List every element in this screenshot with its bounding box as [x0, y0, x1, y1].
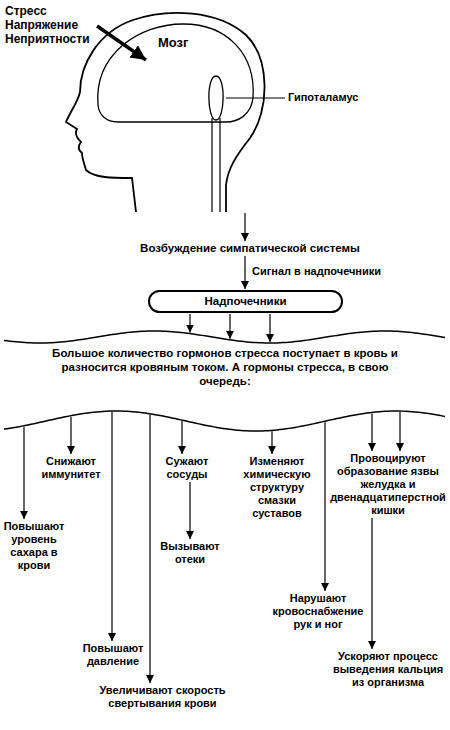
effect-text: Ускоряют процесс выведения кальция из ор… — [330, 650, 446, 689]
node-text: Большое количество гормонов стресса пост… — [4, 328, 446, 388]
flow-arrow — [70, 417, 71, 454]
node-text: Повышают уровень сахара в крови — [2, 520, 66, 572]
node-text: Изменяют химическую структуру смазки сус… — [234, 455, 320, 520]
flow-arrow — [189, 482, 190, 539]
effect-text: Увеличивают скорость свертывания крови — [80, 684, 245, 710]
node-text: Нарушают кровоснабжение рук и ног — [268, 592, 368, 631]
flow-arrow — [23, 427, 24, 519]
flow-arrow — [229, 314, 230, 339]
adrenal-box: Надпочечники — [148, 290, 343, 313]
wave-line — [4, 411, 445, 431]
flow-arrow — [269, 314, 270, 342]
node-text: Повышают давление — [80, 642, 146, 668]
node-text: Надпочечники — [205, 295, 287, 308]
effect-text: Нарушают кровоснабжение рук и ног — [268, 592, 368, 631]
effect-text: Повышают уровень сахара в крови — [2, 520, 66, 572]
effect-text: Изменяют химическую структуру смазки сус… — [234, 455, 320, 520]
head-illustration: Мозг — [58, 10, 273, 212]
node-text: Вызывают отеки — [158, 540, 222, 566]
flow-arrow — [189, 314, 190, 333]
flow-arrow — [371, 518, 372, 649]
node-text: Увеличивают скорость свертывания крови — [80, 684, 245, 710]
spinal-cord — [212, 118, 220, 212]
effect-text: Повышают давление — [80, 642, 146, 668]
flow-arrow — [181, 421, 182, 454]
flow-arrow — [244, 256, 245, 289]
edge-label: Сигнал в надпочечники — [252, 265, 381, 278]
head-outline — [66, 13, 265, 212]
leader-line — [226, 97, 285, 98]
node-text: Возбуждение симпатической системы — [130, 242, 370, 255]
flow-arrow — [149, 415, 150, 683]
effect-text: Сужают сосуды — [158, 455, 216, 481]
effect-text: Провоцируют образование язвы желудка и д… — [328, 452, 448, 517]
node-text: Сужают сосуды — [158, 455, 216, 481]
node-text: Мозг — [158, 36, 188, 49]
part-label: Гипоталамус — [288, 91, 358, 104]
process-text: Возбуждение симпатической системы — [130, 242, 370, 255]
hypothalamus-oval — [209, 76, 223, 120]
flow-arrow — [399, 412, 400, 451]
node-text: Ускоряют процесс выведения кальция из ор… — [330, 650, 446, 689]
blood-band: Большое количество гормонов стресса пост… — [4, 328, 446, 434]
effect-text: Снижают иммунитет — [38, 455, 104, 481]
flow-arrow — [371, 413, 372, 451]
brain-outline — [98, 24, 253, 122]
node-text: Провоцируют образование язвы желудка и д… — [328, 452, 448, 517]
stress-source: Стресс Напряжение Неприятности — [5, 4, 95, 46]
flow-arrow — [244, 213, 245, 241]
flow-arrow — [97, 26, 146, 60]
effect-text: Вызывают отеки — [158, 540, 222, 566]
flow-arrow — [271, 431, 272, 454]
wave-line — [4, 331, 445, 343]
node-text: Снижают иммунитет — [38, 455, 104, 481]
node-text: Стресс Напряжение Неприятности — [5, 4, 95, 46]
flow-arrow — [324, 422, 325, 591]
flow-arrow — [111, 412, 112, 641]
